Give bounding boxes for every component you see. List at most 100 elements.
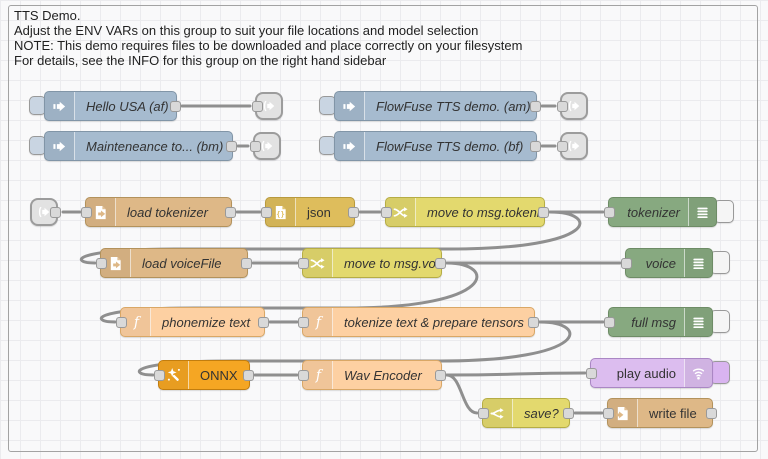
input-port[interactable] (250, 140, 261, 152)
node-linkout-1[interactable] (252, 92, 283, 120)
output-port[interactable] (258, 316, 269, 328)
output-port[interactable] (530, 100, 541, 112)
node-label: play audio (616, 365, 676, 381)
wire-move-tokenizer-to-load-voicefile[interactable] (79, 210, 582, 265)
input-port[interactable] (81, 206, 92, 218)
node-play-audio[interactable]: play audio (586, 358, 713, 388)
input-port[interactable] (298, 369, 309, 381)
node-onnx[interactable]: ONNX (154, 360, 254, 390)
node-move-tokenizer[interactable]: move to msg.tokenizer (381, 197, 549, 227)
wire-tokenize-to-onnx[interactable] (137, 320, 572, 377)
input-port[interactable] (604, 316, 615, 328)
node-json[interactable]: {} json (261, 197, 359, 227)
input-port[interactable] (557, 100, 568, 112)
input-port[interactable] (586, 367, 597, 379)
node-label: Wav Encoder (344, 367, 422, 383)
node-label: FlowFuse TTS demo. (am) (376, 98, 531, 114)
node-inject-hello[interactable]: Hello USA (af) (44, 91, 181, 121)
comment-line-3: NOTE: This demo requires files to be dow… (14, 38, 523, 53)
node-label: move to msg.tokenizer (427, 204, 544, 220)
node-linkin-1[interactable] (30, 198, 61, 226)
link-arrow-icon (567, 99, 581, 113)
output-port[interactable] (706, 407, 717, 419)
node-label: Mainteneance to... (bm) (86, 138, 224, 154)
debug-toggle-button[interactable] (714, 200, 734, 223)
node-label: tokenize text & prepare tensors (344, 314, 524, 330)
output-port[interactable] (243, 369, 254, 381)
node-debug-tokenizer[interactable]: tokenizer (604, 197, 717, 227)
input-port[interactable] (116, 316, 127, 328)
node-label: FlowFuse TTS demo. (bf) (376, 138, 524, 154)
output-port[interactable] (170, 100, 181, 112)
input-port[interactable] (557, 140, 568, 152)
node-debug-voice[interactable]: voice (621, 248, 713, 278)
node-write-file[interactable]: write file (603, 398, 717, 428)
node-label: voice (645, 255, 676, 271)
node-move-voice[interactable]: move to msg.voice (298, 248, 446, 278)
wire-wav-encoder-to-switch-save[interactable] (445, 373, 479, 415)
node-linkout-3[interactable] (557, 92, 588, 120)
input-port[interactable] (478, 407, 489, 419)
flow-group-border[interactable] (8, 5, 758, 452)
node-label: Hello USA (af) (86, 98, 169, 114)
comment-line-4: For details, see the INFO for this group… (14, 53, 387, 68)
debug-toggle-button[interactable] (710, 310, 730, 333)
inject-arrow-icon (335, 132, 365, 160)
node-label: phonemize text (162, 314, 251, 330)
output-port[interactable] (225, 206, 236, 218)
output-port[interactable] (348, 206, 359, 218)
node-load-voicefile[interactable]: load voiceFile (96, 248, 252, 278)
output-port[interactable] (435, 257, 446, 269)
node-phonemize[interactable]: f phonemize text (116, 307, 269, 337)
input-port[interactable] (154, 369, 165, 381)
output-port[interactable] (241, 257, 252, 269)
inject-arrow-icon (335, 92, 365, 120)
node-tokenize[interactable]: f tokenize text & prepare tensors (298, 307, 539, 337)
output-port[interactable] (563, 407, 574, 419)
output-port[interactable] (528, 316, 539, 328)
node-label: json (307, 204, 331, 220)
output-port[interactable] (50, 206, 61, 218)
node-toggle-button[interactable] (710, 361, 730, 384)
node-linkout-2[interactable] (250, 132, 281, 160)
input-port[interactable] (298, 257, 309, 269)
node-label: ONNX (200, 367, 238, 383)
output-port[interactable] (226, 140, 237, 152)
debug-list-icon (684, 249, 712, 277)
link-arrow-icon (567, 139, 581, 153)
svg-text:f: f (314, 315, 323, 331)
debug-toggle-button[interactable] (710, 251, 730, 274)
debug-list-icon (688, 198, 716, 226)
input-port[interactable] (261, 206, 272, 218)
node-debug-fullmsg[interactable]: full msg (604, 307, 713, 337)
link-arrow-icon (37, 205, 51, 219)
audio-waves-icon (684, 359, 712, 387)
svg-text:{}: {} (276, 209, 284, 218)
svg-text:f: f (132, 315, 141, 331)
json-doc-icon: {} (266, 198, 296, 226)
node-inject-maint[interactable]: Mainteneance to... (bm) (44, 131, 237, 161)
node-linkout-4[interactable] (557, 132, 588, 160)
output-port[interactable] (435, 369, 446, 381)
input-port[interactable] (381, 206, 392, 218)
input-port[interactable] (603, 407, 614, 419)
node-inject-ff-bf[interactable]: FlowFuse TTS demo. (bf) (334, 131, 541, 161)
node-load-tokenizer[interactable]: load tokenizer (81, 197, 236, 227)
output-port[interactable] (530, 140, 541, 152)
node-inject-ff-am[interactable]: FlowFuse TTS demo. (am) (334, 91, 541, 121)
node-switch-save[interactable]: save? (478, 398, 574, 428)
input-port[interactable] (96, 257, 107, 269)
input-port[interactable] (252, 100, 263, 112)
input-port[interactable] (621, 257, 632, 269)
output-port[interactable] (538, 206, 549, 218)
node-label: load tokenizer (127, 204, 208, 220)
wire-wav-encoder-to-play-audio[interactable] (445, 371, 587, 377)
input-port[interactable] (604, 206, 615, 218)
inject-arrow-icon (45, 92, 75, 120)
input-port[interactable] (298, 316, 309, 328)
node-label: move to msg.voice (344, 255, 441, 271)
